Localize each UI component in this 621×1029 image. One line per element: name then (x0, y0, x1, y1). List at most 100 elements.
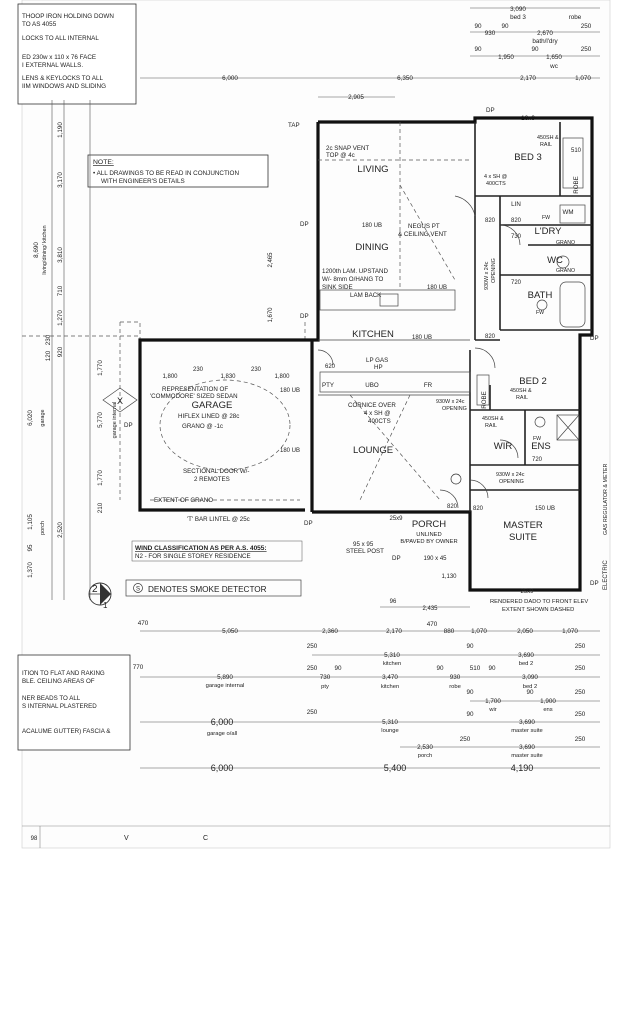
dim-text: 5,310 (382, 719, 398, 726)
robe-cabinet (562, 137, 584, 189)
floor-waste-label: FW (542, 215, 550, 221)
dim-text: living/dining/ kitchen (42, 225, 48, 274)
dim-text: 1,950 (498, 54, 514, 61)
annotation: GAS REGULATOR & METER (603, 464, 609, 535)
annotation: 4 x SH @ (484, 174, 507, 180)
dim-text: 3,690 (519, 719, 535, 726)
kitchen-island (319, 371, 471, 393)
room-label-porch: PORCH (412, 519, 446, 530)
dim-text: 4,190 (511, 763, 534, 773)
dim-text: 5,310 (384, 652, 400, 659)
robe-cabinet (476, 374, 490, 406)
dim-text: 250 (575, 711, 586, 718)
dim-text: pty (321, 684, 329, 690)
dim-text: 230 (193, 367, 204, 373)
wm-label: WM (563, 209, 574, 216)
dim-text: 8,690 (33, 242, 40, 258)
annotation: W/- 8mm O/HANG TO (322, 276, 383, 283)
downpipe-label: DP (300, 313, 309, 320)
room-label-suite: SUITE (509, 532, 537, 543)
shower (556, 414, 580, 441)
annotation: SECTIONAL DOOR W/- (183, 468, 249, 475)
dim-text: 3,690 (518, 652, 534, 659)
room-label-bath: BATH (528, 290, 553, 301)
note-title: NOTE: (93, 159, 114, 166)
dim-text: 6,000 (211, 763, 234, 773)
room-label-lounge: LOUNGE (353, 445, 393, 456)
dim-text: 1,670 (268, 307, 274, 323)
room-label-wc: WC (547, 255, 563, 266)
dim-text: 930 (450, 674, 461, 681)
linen-label: LIN (511, 201, 521, 208)
annotation: LP GAS (366, 357, 388, 364)
annotation: EXTENT SHOWN DASHED (502, 607, 574, 613)
dim-text: 250 (581, 23, 592, 30)
dim-text: 3,470 (382, 674, 398, 681)
dim-text: bed 3 (510, 14, 526, 21)
dim-text: ens (543, 707, 552, 713)
dim-text: robe (449, 684, 461, 690)
dim-text: 250 (307, 643, 318, 650)
room-label-dining: DINING (355, 242, 388, 253)
note-bottom-line: ACALUME GUTTER) FASCIA & (22, 728, 111, 735)
section-number: 2 (92, 584, 98, 595)
dim-text: 210 (97, 502, 104, 513)
dim-text: 5,050 (222, 628, 238, 635)
annotation: RENDERED DADO TO FRONT ELEV (490, 599, 588, 605)
smoke-symbol: S (136, 587, 140, 593)
dim-text: 2,435 (422, 606, 438, 612)
annotation: 4 x SH @ (364, 410, 391, 417)
dim-text: 1,770 (97, 360, 104, 376)
dim-text: 820 (485, 218, 496, 224)
annotation: 930W x 24c (496, 472, 525, 478)
pantry-label: PTY (322, 382, 334, 389)
annotation: 1200th LAM. UPSTAND (322, 268, 388, 275)
floor-waste-label: FW (536, 310, 544, 316)
dim-text: 2,520 (57, 522, 64, 538)
downpipe-label: DP (590, 580, 599, 587)
basin (534, 416, 546, 428)
dim-text: porch (40, 521, 46, 535)
room-label-ens: ENS (531, 441, 551, 452)
smoke-detector-icon (133, 583, 143, 593)
small-labels: UNLINED B/PAVED BY OWNER ROBE ROBE LIN W… (322, 176, 580, 545)
strip-text: V (124, 835, 129, 842)
dim-text: 1,830 (220, 374, 236, 380)
note-line: • ALL DRAWINGS TO BE READ IN CONJUNCTION (93, 170, 239, 177)
dim-text: 120 (45, 350, 52, 361)
strip-text: C (203, 835, 208, 842)
dim-text: 180 UB (280, 388, 300, 394)
dim-text: 820 (473, 506, 484, 512)
sink (379, 293, 399, 307)
annotation: RAIL (485, 423, 497, 429)
dim-text: 180 UB (412, 335, 432, 341)
annotation: RAIL (540, 142, 552, 148)
annotation: SINK SIDE (322, 284, 353, 291)
dim-text: 90 (531, 46, 539, 53)
strip-text: 98 (31, 836, 38, 842)
dim-text: 180 UB (427, 285, 447, 291)
notes-top-box: THOOP IRON HOLDING DOWN TO AS 4055 LOCKS… (17, 3, 137, 105)
dim-text: 5,770 (97, 412, 104, 428)
annotation: STEEL POST (346, 548, 384, 555)
dim-text: 2,465 (268, 252, 274, 268)
fridge-label: FR (424, 382, 433, 389)
dim-text: 180 UB (280, 448, 300, 454)
external-walls (138, 116, 594, 592)
car-outline (159, 379, 291, 471)
room-label-kitchen: KITCHEN (352, 329, 394, 340)
annotation: 2c SNAP VENT (326, 145, 369, 152)
annotations: 2c SNAP VENT TOP @ 4c NEGUS PT & CEILING… (124, 107, 609, 613)
smoke-label: DENOTES SMOKE DETECTOR (148, 585, 267, 594)
dim-text: 1,070 (471, 628, 487, 635)
annotation: GRANO (556, 240, 575, 246)
dim-text: 2,050 (517, 628, 533, 635)
dim-text: 250 (575, 689, 586, 696)
annotation: 450SH & (510, 388, 532, 394)
dim-text: 1,130 (441, 574, 457, 580)
annotation: 400CTS (486, 181, 506, 187)
dim-text: garage internal (206, 683, 245, 689)
dim-text: 250 (575, 665, 586, 672)
downpipe-label: DP (486, 107, 495, 114)
annotation: & CEILING VENT (398, 231, 447, 238)
